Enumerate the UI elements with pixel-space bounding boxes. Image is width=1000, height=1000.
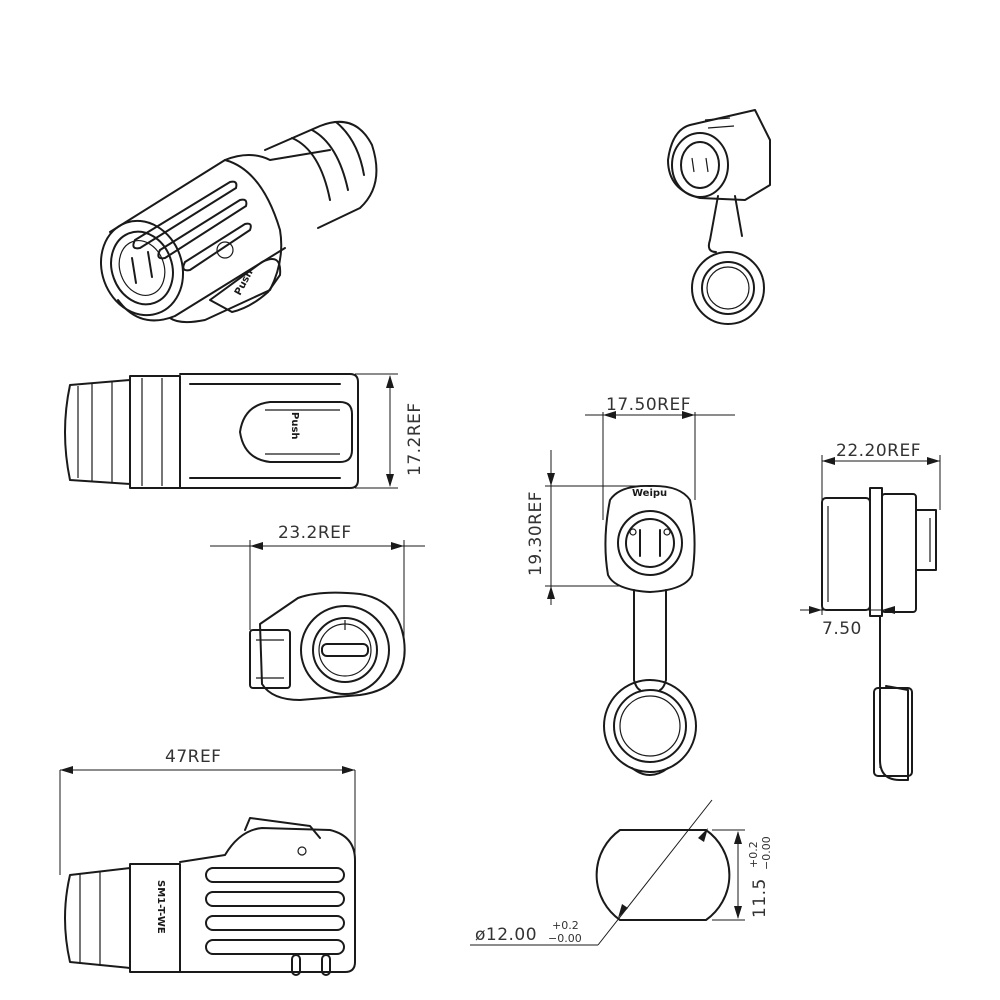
dim-cutout-diameter-label: ø12.00 [475,925,537,945]
socket-isometric-view [667,109,771,325]
cap-logo: Weipu [632,488,667,499]
dim-plug-height: 17.2REF [355,373,425,489]
dim-plug-face-width-label: 23.2REF [278,523,352,543]
dim-plug-length: 47REF [59,747,356,875]
dim-cutout-flat-tol-minus: −0.00 [760,836,773,870]
dim-socket-depth: 22.20REF [821,441,941,510]
plug-push-label: Push [233,268,256,297]
side-push-label: Push [289,412,300,440]
dim-cutout-diameter-tol-minus: −0.00 [548,932,582,945]
model-marking: SM1-T-WE [155,880,166,934]
dim-socket-flange-label: 7.50 [822,619,862,639]
panel-cutout-view: ø12.00 +0.2 −0.00 [470,799,731,946]
dim-cutout-flat-tol-plus: +0.2 [747,841,760,868]
dim-plug-face-width: 23.2REF [210,523,425,638]
dim-cutout-flat: 11.5 +0.2 −0.00 [712,829,773,921]
dim-socket-depth-label: 22.20REF [836,441,921,461]
dim-socket-width-label: 17.50REF [606,395,691,415]
socket-front-view: Weipu [603,484,697,776]
dim-socket-width: 17.50REF [585,395,735,520]
dim-socket-height-label: 19.30REF [526,491,546,576]
dim-cutout-flat-label: 11.5 [750,878,770,918]
plug-side-view: Push [64,373,359,489]
plug-profile-view: SM1-T-WE [64,817,356,976]
plug-front-view [249,591,406,701]
dim-cutout-diameter-tol-plus: +0.2 [552,919,579,932]
dim-socket-height: 19.30REF [526,450,650,605]
plug-isometric-view: Push [99,120,378,324]
dim-socket-flange: 7.50 [800,600,895,639]
dim-plug-height-label: 17.2REF [405,402,425,476]
dim-plug-length-label: 47REF [165,747,221,767]
